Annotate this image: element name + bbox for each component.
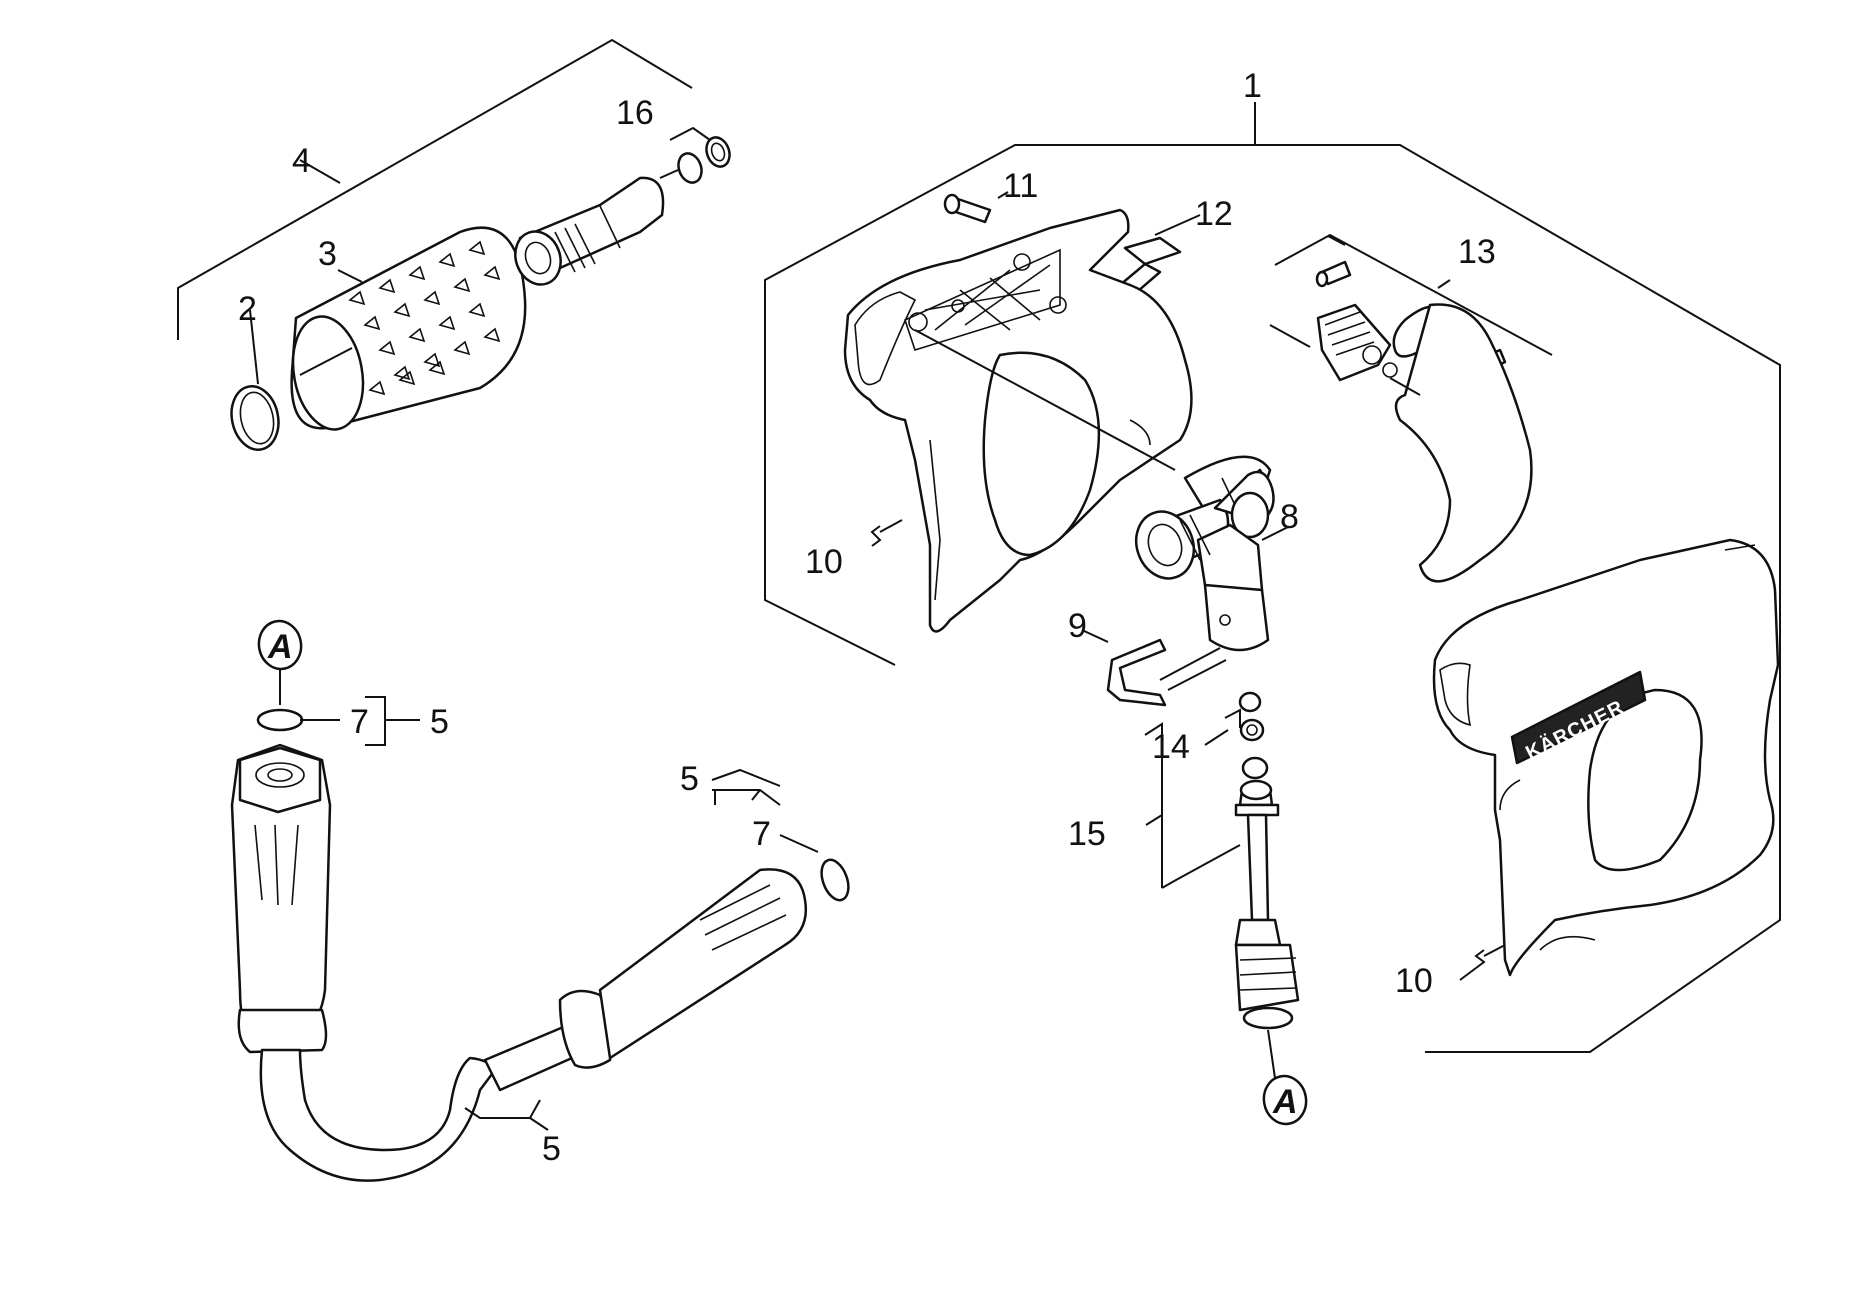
group-1-outline: [764, 102, 1781, 1053]
callout-15: 15: [1068, 815, 1106, 853]
part-2-retaining-ring: [230, 309, 280, 451]
callout-10-left: 10: [805, 543, 843, 581]
reference-a-top: A: [267, 628, 293, 666]
part-9-clip: [1081, 629, 1227, 707]
callout-14: 14: [1152, 728, 1190, 766]
hose-assembly: [230, 619, 1308, 1182]
group-4-bracket: [177, 38, 693, 340]
part-13-trigger: [1269, 233, 1553, 583]
part-14-seal: [1204, 691, 1265, 746]
callout-4: 4: [292, 142, 311, 180]
callout-7-mid: 7: [752, 815, 771, 853]
reference-letters: A A: [267, 628, 1298, 1121]
callout-16: 16: [616, 94, 654, 132]
part-3-filter-sleeve: [290, 226, 527, 431]
callouts: 1 2 3 4 16 11 12 13 8 9 10 10 14 15 7 5 …: [238, 67, 1496, 1168]
part-10-handle-shell-left: [843, 208, 1193, 633]
callout-1: 1: [1243, 67, 1262, 105]
filter-fitting: [514, 176, 665, 286]
callout-5-mid: 5: [680, 760, 699, 798]
callout-9: 9: [1068, 607, 1087, 645]
callout-5-left: 5: [430, 703, 449, 741]
part-15-valve-rod: [1144, 722, 1300, 1086]
callout-8: 8: [1280, 498, 1299, 536]
reference-a-bottom: A: [1272, 1083, 1298, 1121]
part-8-elbow-fitting: [1134, 455, 1289, 652]
callout-10-right: 10: [1395, 962, 1433, 1000]
callout-11: 11: [1003, 167, 1038, 205]
callout-7-left: 7: [350, 703, 369, 741]
part-11-screw: [943, 191, 1009, 224]
callout-12: 12: [1195, 195, 1233, 233]
callout-2: 2: [238, 290, 257, 328]
callout-3: 3: [318, 235, 337, 273]
part-16-seals: [659, 126, 731, 184]
part-10-handle-shell-right: KÄRCHER: [1432, 538, 1780, 981]
callout-13: 13: [1458, 233, 1496, 271]
callout-5-bottom: 5: [542, 1130, 561, 1168]
